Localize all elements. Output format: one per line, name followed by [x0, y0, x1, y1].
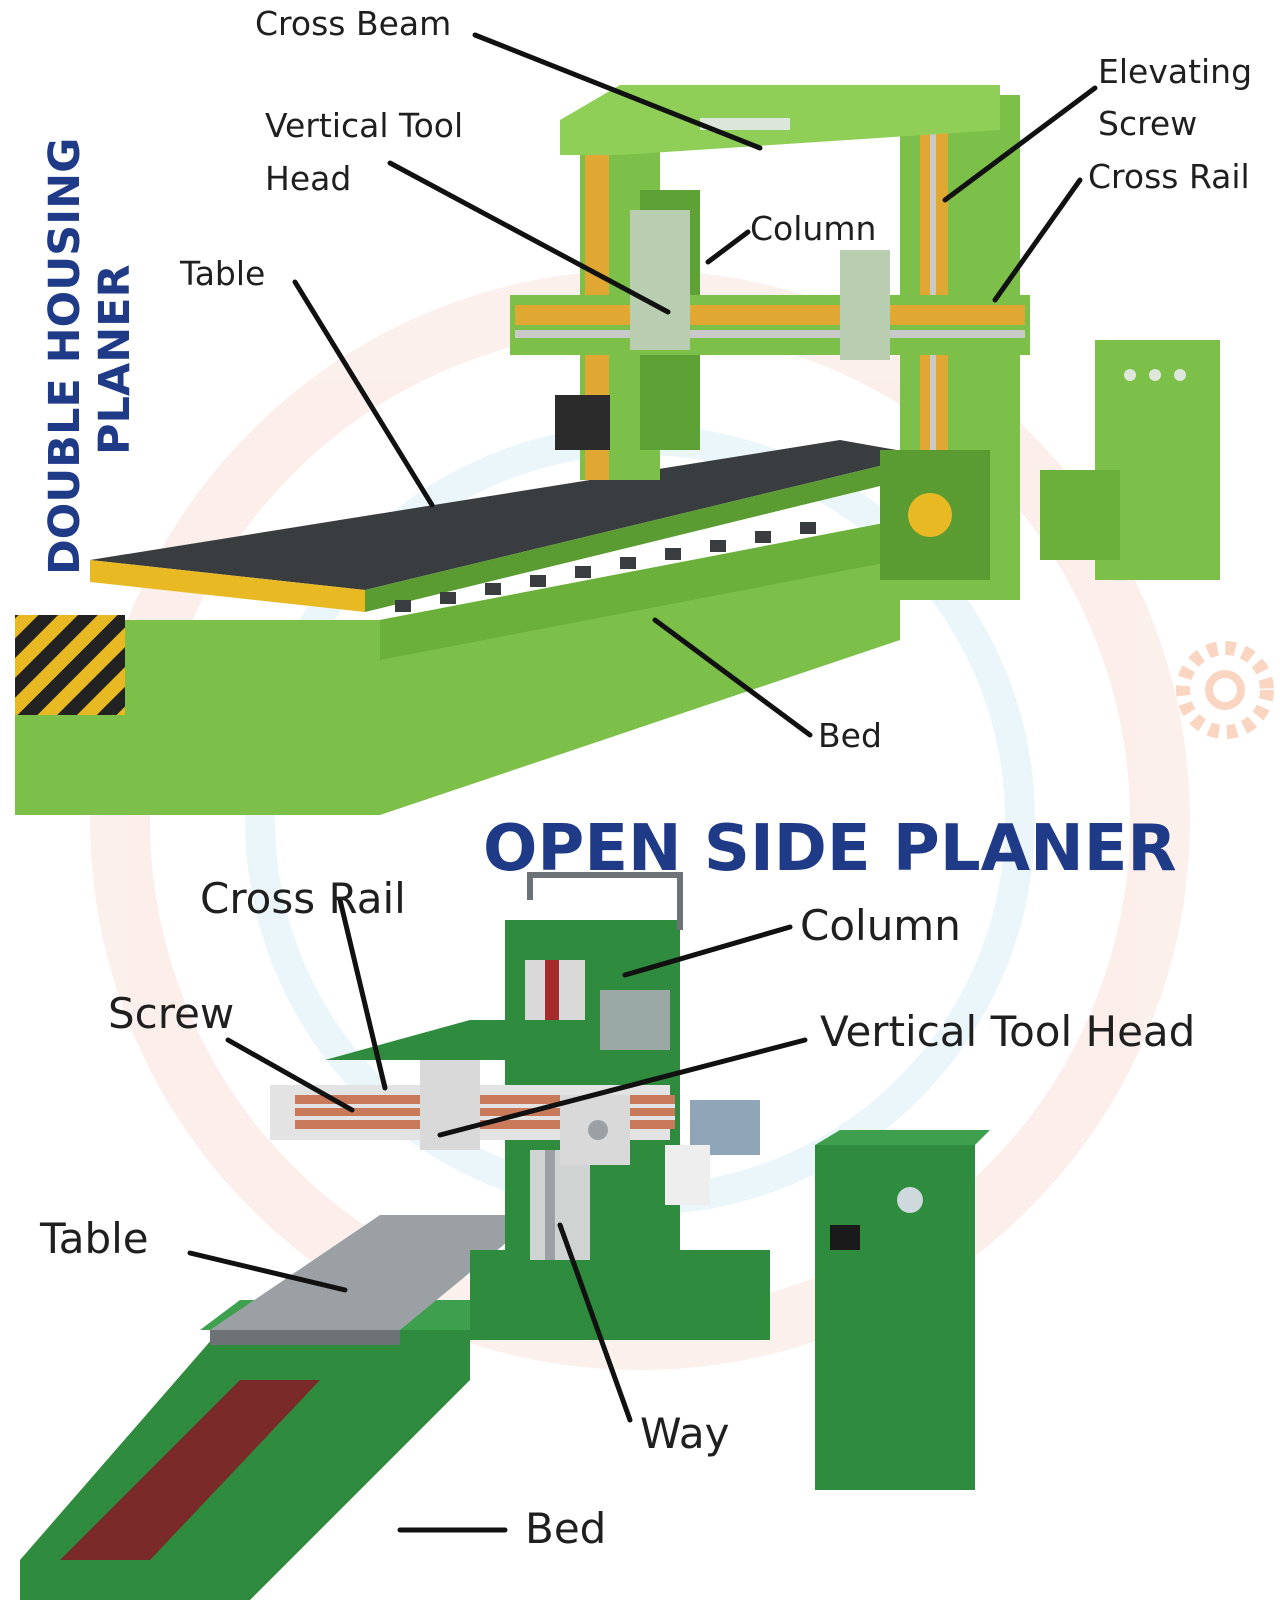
label-cross-beam: Cross Beam: [255, 4, 452, 43]
label-vertical-tool-head-line2: Head: [265, 159, 352, 198]
leader-dh-cross-rail: [992, 177, 1083, 303]
label-os-column: Column: [800, 901, 961, 950]
dh-tool-head-left: [630, 210, 690, 350]
leader-dh-column: [705, 229, 751, 265]
label-os-cross-rail: Cross Rail: [200, 874, 406, 923]
open-side-title: OPEN SIDE PLANER: [483, 812, 1177, 886]
label-os-bed: Bed: [525, 1504, 607, 1553]
double-housing-title: DOUBLE HOUSING PLANER: [40, 15, 160, 575]
os-table: [210, 1215, 540, 1330]
leader-way: [557, 1222, 633, 1423]
label-dh-column: Column: [750, 209, 877, 248]
label-os-vertical-tool-head: Vertical Tool Head: [820, 1007, 1196, 1056]
leader-dh-table: [292, 279, 435, 508]
label-elevating-line2: Screw: [1098, 104, 1198, 143]
label-dh-cross-rail: Cross Rail: [1088, 157, 1250, 196]
os-tool-head: [420, 1060, 480, 1150]
label-dh-table: Table: [180, 254, 266, 293]
leader-screw: [225, 1037, 355, 1113]
dh-tool-head-right: [840, 250, 890, 360]
leader-elevating-screw: [942, 85, 1098, 203]
leader-vertical-tool-head: [387, 160, 671, 315]
label-dh-bed: Bed: [818, 716, 882, 755]
label-vertical-tool-head-line1: Vertical Tool: [265, 106, 464, 145]
gear-icon: [1176, 641, 1274, 739]
os-control-cabinet: [815, 1145, 975, 1490]
dh-table: [90, 440, 925, 590]
label-os-table: Table: [40, 1214, 149, 1263]
leader-os-vertical-tool-head: [437, 1037, 808, 1138]
leader-os-cross-rail: [337, 897, 388, 1091]
leader-os-column: [622, 924, 793, 978]
leader-os-table: [187, 1250, 348, 1293]
leader-cross-beam: [472, 32, 763, 151]
leader-dh-bed: [652, 617, 813, 738]
double-housing-title-line1: DOUBLE HOUSING: [40, 137, 90, 575]
label-screw: Screw: [108, 989, 235, 1038]
label-way: Way: [640, 1409, 730, 1458]
double-housing-title-line2: PLANER: [90, 264, 140, 455]
label-elevating-line1: Elevating: [1098, 52, 1253, 91]
double-housing-machine: [15, 85, 1220, 815]
